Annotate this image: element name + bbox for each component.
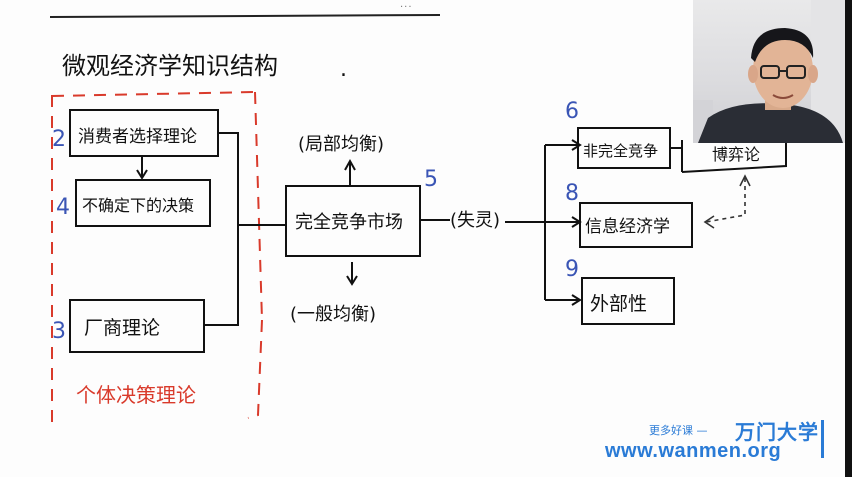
perfect-competition-label: 完全竞争市场 xyxy=(295,212,403,233)
consumer-choice-label: 消费者选择理论 xyxy=(78,127,197,147)
presenter-video xyxy=(693,0,852,143)
game-theory-label: 博弈论 xyxy=(712,145,760,164)
top-rule xyxy=(49,14,441,18)
number-9: 9 xyxy=(565,257,579,282)
imperfect-competition-label: 非完全竞争 xyxy=(583,142,658,160)
page-title: 微观经济学知识结构 xyxy=(62,52,278,80)
producer-theory-label: 厂商理论 xyxy=(84,317,160,339)
partial-equilibrium-label: (局部均衡) xyxy=(298,134,384,155)
branch-top-head xyxy=(571,139,582,151)
left-bracket-connector xyxy=(204,132,239,326)
number-3: 3 xyxy=(52,319,66,344)
brand-url: www.wanmen.org xyxy=(605,440,782,462)
market-failure-label: (失灵) xyxy=(450,210,500,231)
brand-divider xyxy=(821,420,824,458)
uncertainty-decision-box xyxy=(75,179,211,227)
title-dot: . xyxy=(340,57,347,82)
number-8: 8 xyxy=(565,181,579,206)
information-economics-label: 信息经济学 xyxy=(585,217,670,237)
information-economics-box xyxy=(579,202,693,248)
uncertainty-decision-label: 不确定下的决策 xyxy=(82,196,194,215)
externality-box xyxy=(581,277,675,325)
dashed-relation-head-left xyxy=(703,215,715,229)
dashed-relation-head-up xyxy=(739,174,751,187)
menu-dots[interactable]: ··· xyxy=(400,2,413,13)
webcam-overlay xyxy=(693,0,852,143)
dashed-relation-line xyxy=(705,178,746,223)
number-2: 2 xyxy=(52,127,66,152)
number-4: 4 xyxy=(56,195,70,220)
game-theory-box xyxy=(681,140,787,173)
arrow-down-head xyxy=(136,169,148,180)
frame-edge xyxy=(845,0,852,477)
brand-slogan: 更多好课 — xyxy=(649,424,708,437)
number-5: 5 xyxy=(424,167,438,192)
brand-name: 万门大学 xyxy=(735,420,819,444)
branch-bottom-head xyxy=(571,294,582,306)
individual-decision-group-label: 个体决策理论 xyxy=(76,383,196,407)
number-6: 6 xyxy=(565,99,579,124)
brand-watermark: 更多好课 — 万门大学 www.wanmen.org xyxy=(605,416,845,466)
general-equilibrium-label: (一般均衡) xyxy=(290,304,376,325)
arrow-up-head xyxy=(344,158,356,171)
arrow-down2-head xyxy=(346,275,358,286)
externality-label: 外部性 xyxy=(590,293,647,315)
